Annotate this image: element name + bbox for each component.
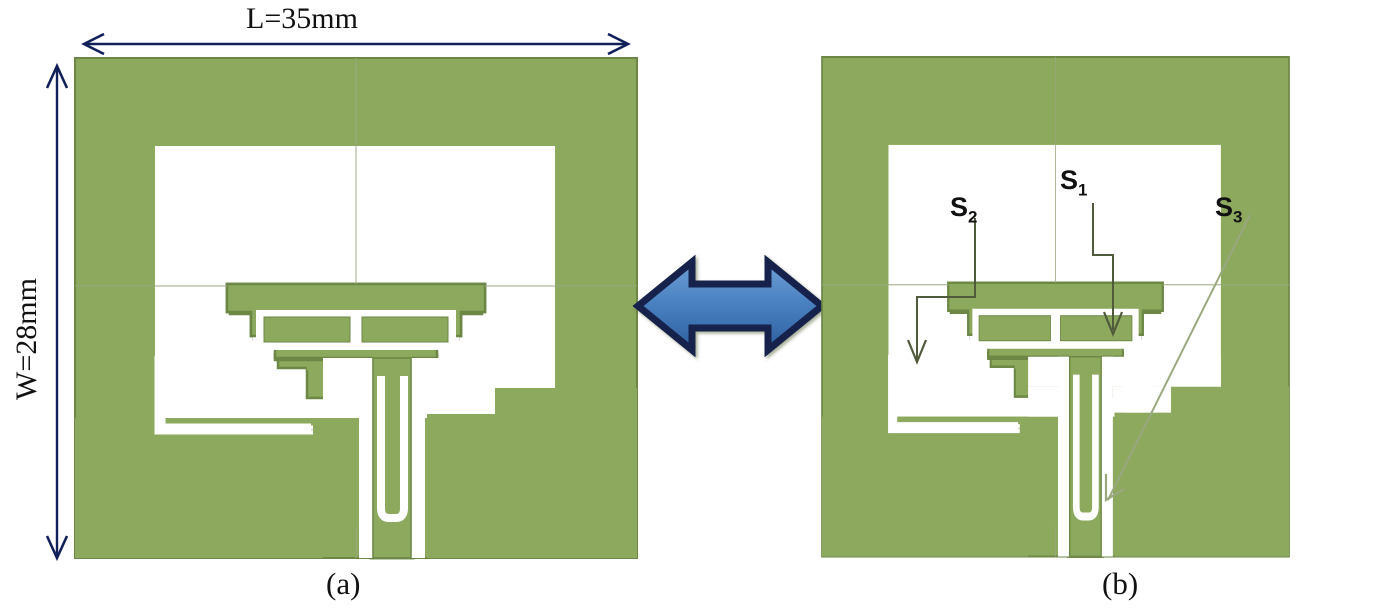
- dimension-width-arrow: [45, 62, 69, 562]
- panel-a-caption: (a): [326, 566, 361, 601]
- panel-a-geometry: [75, 58, 637, 558]
- annotation-label-s1: S1: [1060, 165, 1087, 200]
- annotation-leader-s2: [906, 218, 976, 365]
- annotation-label-s1-sub: 1: [1078, 180, 1088, 200]
- annotation-label-s3-sub: 3: [1233, 207, 1243, 227]
- annotation-leader-s1: [1092, 203, 1124, 337]
- panel-b-geometry: [822, 57, 1289, 557]
- annotation-label-s3: S3: [1215, 192, 1242, 227]
- annotation-label-s2: S2: [950, 192, 977, 227]
- dimension-length-arrow: [81, 32, 631, 56]
- annotation-leader-s3: [1104, 214, 1251, 502]
- annotation-label-s2-base: S: [950, 192, 969, 222]
- length-dimension-label: L=35mm: [246, 2, 358, 35]
- panel-b-caption: (b): [1102, 566, 1139, 601]
- annotation-label-s2-sub: 2: [968, 207, 978, 227]
- transition-double-arrow: [632, 254, 828, 358]
- annotation-label-s1-base: S: [1060, 165, 1079, 195]
- annotation-label-s3-base: S: [1215, 192, 1234, 222]
- width-dimension-label: W=28mm: [10, 278, 43, 400]
